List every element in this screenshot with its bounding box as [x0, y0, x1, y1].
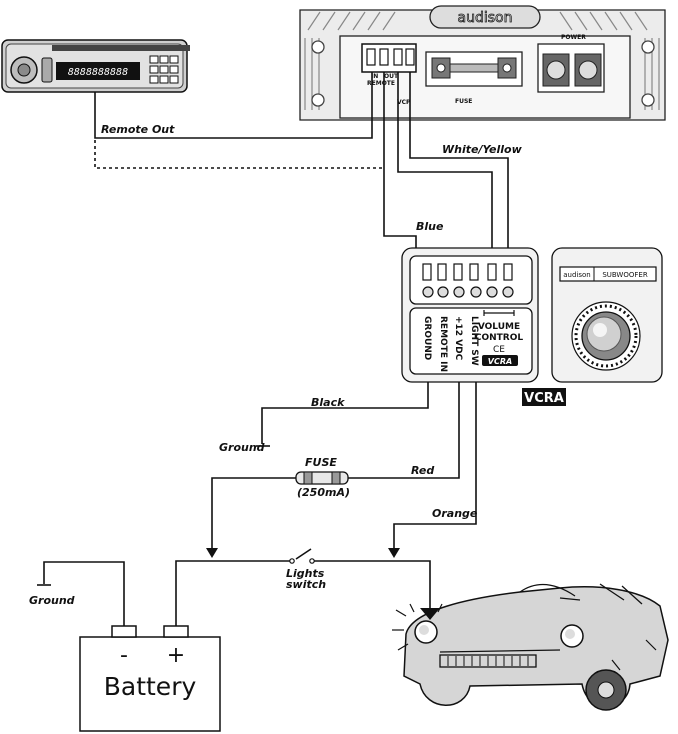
subwoofer-knob-icon — [571, 301, 641, 371]
ground-label-top: Ground — [219, 441, 265, 454]
vcra-terminal-12vdc: +12 VDC — [453, 316, 463, 361]
wire-label-orange: Orange — [432, 507, 478, 520]
amp-fuse-label: FUSE — [455, 98, 472, 105]
amp-port-out: OUT — [384, 73, 399, 80]
vcra-ce-mark: CE — [493, 345, 505, 355]
mount-hole-icon — [641, 93, 655, 107]
fuse-rating: (250mA) — [297, 486, 350, 499]
mount-hole-icon — [311, 40, 325, 54]
wire-label-red: Red — [411, 464, 434, 477]
vcra-badge — [482, 355, 518, 366]
ground-label-battery: Ground — [29, 594, 75, 607]
amp-pin — [366, 48, 376, 66]
wire-label-remote-out: Remote Out — [101, 123, 175, 136]
vcra-caption-badge — [522, 388, 566, 406]
vcra-unit: GROUND REMOTE IN +12 VDC LIGHT SW VOLUME… — [401, 247, 539, 383]
subwoofer-control: audison SUBWOOFER — [551, 247, 663, 383]
head-unit-display-text: 8888888888 — [68, 67, 128, 78]
vcra-volume-label: VOLUME — [478, 322, 520, 332]
wire-label-white-yellow: White/Yellow — [442, 143, 523, 156]
head-unit-display — [56, 62, 140, 80]
vcra-badge-text: VCRA — [488, 357, 512, 366]
car-icon — [392, 583, 669, 711]
mount-hole-icon — [641, 40, 655, 54]
vcra-terminal-ground: GROUND — [422, 316, 432, 360]
vcra-terminal-remote-in: REMOTE IN — [438, 316, 448, 372]
subwoofer-brand: audison — [563, 271, 590, 279]
lights-switch-label-2: switch — [286, 578, 326, 591]
amp-remote-label: REMOTE — [367, 80, 395, 87]
head-unit-keypad — [149, 55, 179, 84]
subwoofer-label: SUBWOOFER — [602, 271, 648, 279]
amp-pin — [393, 48, 403, 66]
vcra-caption: VCRA — [524, 391, 564, 406]
amp-power-label: POWER — [561, 34, 586, 41]
amp-pin — [379, 48, 389, 66]
wire-label-black: Black — [311, 396, 345, 409]
light-rays-icon — [392, 603, 443, 651]
mount-hole-icon — [311, 93, 325, 107]
amplifier-brand: audison — [458, 10, 513, 26]
head-unit: 8888888888 — [1, 39, 190, 93]
battery-positive-terminal — [163, 625, 189, 638]
wire-label-blue: Blue — [416, 220, 444, 233]
battery: - + Battery — [79, 625, 221, 732]
inline-fuse — [295, 471, 349, 485]
amp-pin — [405, 48, 415, 66]
vcra-control-label: CONTROL — [475, 333, 524, 343]
amp-vcp-label: VCP — [397, 99, 411, 106]
lights-switch-label-1: Lights — [286, 567, 325, 580]
car-grille — [447, 656, 529, 666]
battery-label: Battery — [104, 672, 197, 701]
vcra-screws — [422, 286, 514, 298]
battery-negative-terminal — [111, 625, 137, 638]
battery-minus: - — [120, 643, 128, 668]
vcra-terminal-light-sw: LIGHT SW — [469, 316, 479, 366]
amp-port-in: IN — [371, 73, 378, 80]
fuse-label: FUSE — [305, 456, 337, 469]
vcra-pins — [422, 263, 513, 281]
battery-plus: + — [167, 643, 185, 668]
amplifier: audison IN OUT REMOTE VCP FUSE POWER — [299, 5, 666, 121]
